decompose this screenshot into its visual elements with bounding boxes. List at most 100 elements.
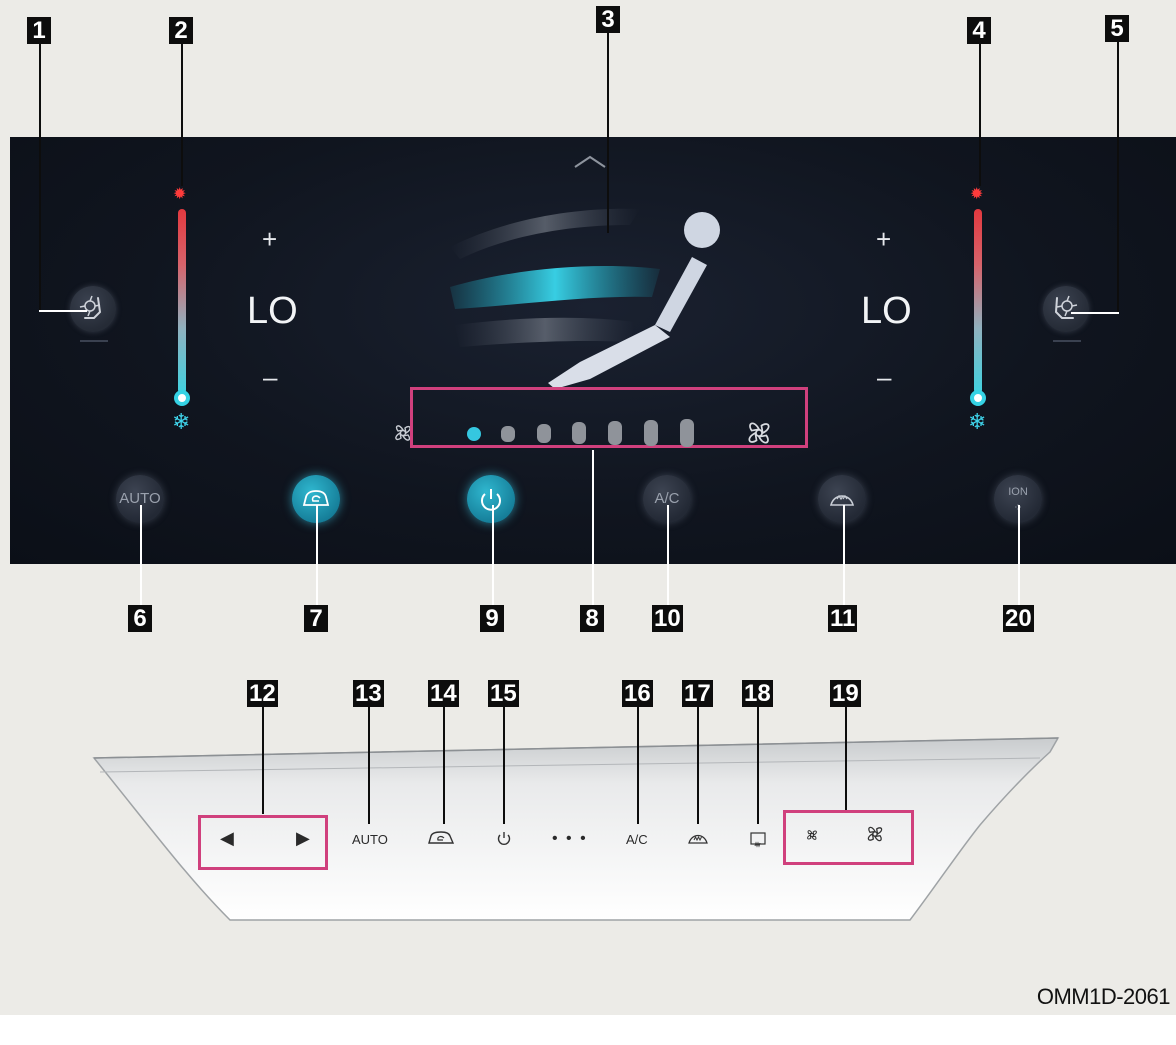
callout-leader [845,706,847,810]
callout-leader [667,505,669,605]
right-temperature-knob[interactable] [970,390,986,406]
callout-leader [503,706,505,824]
cold-indicator-icon: ❄ [172,409,191,434]
left-seat-level-indicator [80,340,108,342]
fan-speed-level-2[interactable] [501,426,515,442]
right-seat-climate-button[interactable] [1043,286,1089,332]
callout-leader [607,33,609,233]
left-temperature-slider[interactable] [178,209,186,394]
hot-indicator-icon: ✹ [970,186,984,203]
left-temperature-value: LO [247,290,298,332]
fan-down-switch[interactable] [804,827,820,843]
callout-leader [492,505,494,605]
left-temp-decrease-button[interactable]: – [263,362,278,392]
left-seat-climate-button[interactable] [70,286,116,332]
fan-high-icon[interactable] [743,417,775,449]
callout-label: 4 [967,17,991,44]
fan-speed-level-3[interactable] [537,424,551,443]
callout-leader [140,505,142,605]
callout-leader [592,450,594,605]
cold-indicator-icon: ❄ [968,409,987,434]
callout-leader [181,44,183,186]
fan-speed-level-1[interactable] [467,427,481,441]
callout-label: 7 [304,605,328,632]
callout-label: 2 [169,17,193,44]
callout-label: 3 [596,6,620,33]
callout-label: 12 [247,680,278,707]
right-temp-increase-button[interactable]: + [876,224,892,254]
callout-leader [1071,312,1119,314]
callout-leader [979,44,981,186]
fan-up-switch[interactable] [864,823,886,845]
temp-down-button[interactable]: ◀ [220,828,234,848]
callout-label: 11 [828,605,858,632]
recirculation-switch[interactable] [426,828,456,848]
right-temperature-slider[interactable] [974,209,982,394]
callout-leader [368,706,370,824]
seat-fan-icon [79,295,102,319]
callout-leader [316,505,318,605]
occupant-head [684,212,720,248]
callout-leader [1018,505,1020,605]
callout-label: 5 [1105,15,1129,42]
fan-speed-level-4[interactable] [572,422,586,444]
auto-switch[interactable]: AUTO [352,832,388,847]
callout-label: 19 [830,680,861,707]
recirculation-icon [302,490,330,506]
front-defrost-button[interactable] [818,475,866,523]
fan-speed-level-7[interactable] [680,419,694,447]
callout-leader [39,310,87,312]
power-button[interactable] [467,475,515,523]
fan-buttons-highlight [783,810,914,865]
left-temperature-knob[interactable] [174,390,190,406]
left-temp-increase-button[interactable]: + [262,224,278,254]
callout-leader [1117,42,1119,314]
power-icon [481,489,501,511]
callout-label: 14 [428,680,459,707]
seat-fan-icon [1054,295,1078,319]
power-switch[interactable] [495,829,513,847]
figure-reference-code: OMM1D-2061 [1036,984,1171,1009]
callout-label: 9 [480,605,504,632]
right-temperature-value: LO [861,290,912,332]
callout-label: 6 [128,605,152,632]
fan-speed-level-6[interactable] [644,420,658,446]
callout-leader [637,706,639,824]
callout-leader [39,44,41,312]
fan-speed-highlight [410,387,808,448]
callout-label: 10 [652,605,683,632]
callout-leader [443,706,445,824]
hot-indicator-icon: ✹ [173,186,187,203]
seat-cushion [548,325,670,389]
ion-label: ION [1008,486,1028,498]
front-defrost-switch[interactable] [687,830,709,846]
callout-label: 17 [682,680,713,707]
callout-leader [262,706,264,814]
up-chevron-icon [574,155,606,168]
upper-airflow-band [450,208,640,259]
right-temp-decrease-button[interactable]: – [877,362,892,392]
temperature-buttons-highlight [198,815,328,870]
ion-button[interactable]: ION ⁘ [994,475,1042,523]
front-defrost-icon [829,494,855,506]
ac-switch[interactable]: A/C [626,832,648,847]
callout-label: 1 [27,17,51,44]
right-seat-level-indicator [1053,340,1081,342]
callout-leader [697,706,699,824]
callout-label: 15 [488,680,519,707]
fan-speed-level-5[interactable] [608,421,622,445]
more-options-switch[interactable]: • • • [552,830,588,847]
airflow-direction-display[interactable] [430,147,730,397]
temp-up-button[interactable]: ▶ [296,828,310,848]
rear-defrost-switch[interactable] [748,830,768,848]
lower-airflow-band [455,317,635,347]
seat-backrest [655,257,707,332]
callout-label: 18 [742,680,773,707]
fan-low-icon[interactable] [390,420,416,446]
callout-leader [843,505,845,605]
callout-leader [757,706,759,824]
callout-label: 20 [1003,605,1034,632]
center-airflow-band [450,266,660,309]
callout-label: 13 [353,680,384,707]
callout-label: 16 [622,680,653,707]
